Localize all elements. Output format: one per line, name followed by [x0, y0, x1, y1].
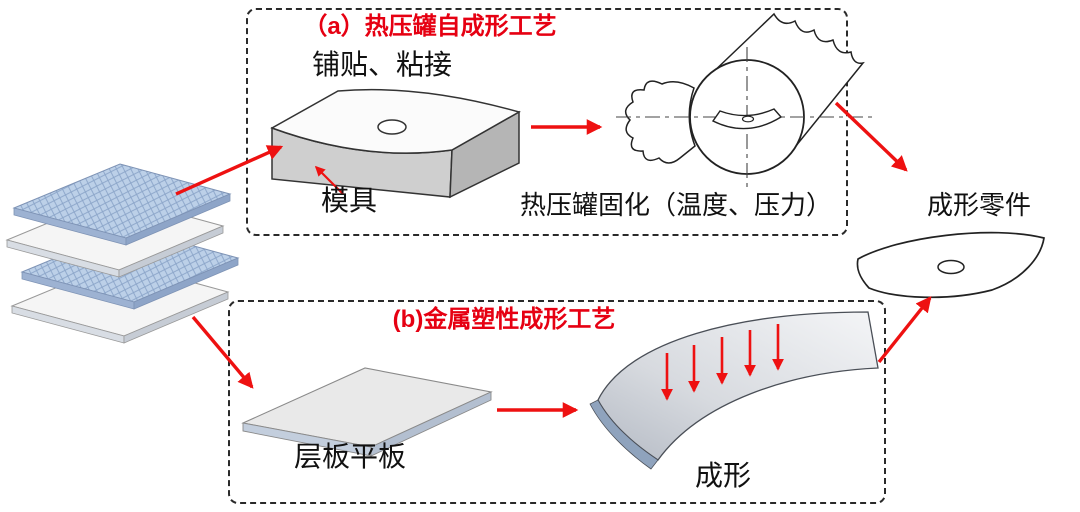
sheet-thickness-edge: [589, 399, 659, 470]
autoclave-cure-label: 热压罐固化（温度、压力）: [519, 190, 833, 220]
mold-pointer-arrow: [314, 165, 344, 195]
autoclave-process-box: [246, 8, 848, 236]
plate-right-edge: [370, 391, 492, 457]
forming-label: 成形: [694, 460, 752, 491]
arrow-forming-to-part: [877, 296, 932, 364]
autoclave-torn-flange: [624, 80, 696, 164]
forming-sheet: [589, 311, 879, 470]
formed-part: [856, 231, 1045, 299]
formed-part-label: 成形零件: [926, 190, 1032, 220]
metal-forming-process-box: [228, 300, 886, 504]
mold-hole: [377, 119, 407, 135]
press-force-arrows: [661, 324, 784, 401]
part-inside-hole: [741, 115, 755, 123]
arrow-autoclave-to-part: [834, 101, 908, 172]
arrow-stack-to-process-a: [175, 145, 284, 196]
flow-arrows: [175, 101, 932, 418]
arrow-stack-to-process-b: [191, 315, 254, 389]
laminate-ply-fabric-top: [12, 163, 232, 246]
sheet-surface: [597, 311, 879, 461]
mold-label: 模具: [320, 185, 378, 216]
autoclave: [616, 12, 874, 189]
layup-bond-label: 铺贴、粘接: [311, 49, 453, 80]
formed-part-hole: [937, 259, 965, 275]
laminate-stack: [5, 163, 240, 344]
flat-plate-label: 层板平板: [293, 441, 407, 472]
mold: [270, 88, 521, 199]
process-a-title: （a）热压罐自成形工艺: [303, 13, 557, 40]
process-b-title: (b)金属塑性成形工艺: [392, 306, 616, 333]
flat-laminate-plate: [241, 367, 493, 457]
